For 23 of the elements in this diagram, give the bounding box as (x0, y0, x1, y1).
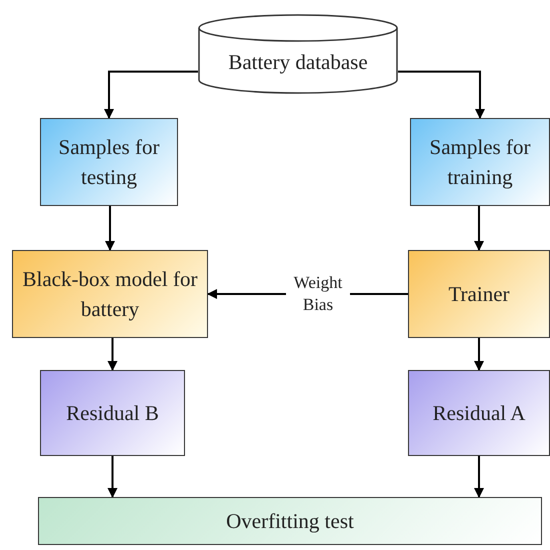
arrow (474, 206, 484, 251)
arrow (398, 70, 485, 119)
arrow (474, 456, 484, 498)
process-box (12, 250, 208, 338)
arrow (105, 206, 115, 251)
node-label: Trainer (447, 281, 511, 308)
process-box (40, 370, 185, 456)
process-box (38, 497, 542, 545)
arrow (108, 338, 118, 371)
node-label: Black-box model for battery (22, 266, 198, 323)
node-label: Samples for testing (58, 134, 160, 191)
process-box (40, 118, 178, 206)
node-label: Overfitting test (225, 508, 355, 535)
arrow (474, 338, 484, 371)
node-label: Samples for training (428, 134, 532, 191)
process-box (408, 370, 550, 456)
node-label: Battery database (227, 49, 369, 76)
process-box (410, 118, 550, 206)
arrow (108, 456, 118, 498)
node-label: Residual B (65, 400, 160, 427)
process-box (408, 250, 550, 338)
node-label: Residual A (432, 400, 526, 427)
arrow (104, 70, 198, 119)
